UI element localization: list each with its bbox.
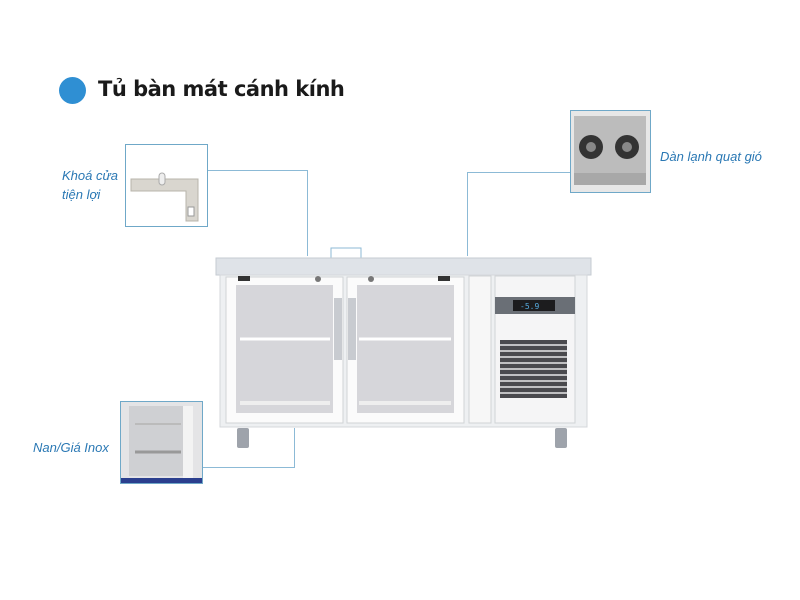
shelf-illustration (121, 402, 202, 483)
evaporator-fan-illustration (571, 111, 650, 192)
lock-label: Khoá cửa tiện lợi (62, 166, 118, 204)
compressor-panel (494, 275, 576, 424)
temperature-display: -5.9 (520, 302, 539, 311)
connector-lock (207, 170, 308, 171)
shelf-detail-image (120, 401, 203, 484)
connector-lock-v (307, 170, 308, 256)
lock-label-line1: Khoá cửa (62, 168, 118, 183)
right-glass-door (346, 276, 465, 424)
connector-fan (467, 172, 570, 173)
fan-detail-image (570, 110, 651, 193)
cabinet-body (219, 274, 588, 428)
door-lock-illustration (130, 172, 199, 222)
connector-shelf-v (294, 428, 295, 468)
bullet-icon (59, 77, 86, 104)
shelf-label: Nan/Giá Inox (33, 440, 109, 455)
fan-label: Dàn lạnh quạt gió (660, 149, 762, 164)
vent-grille (500, 340, 567, 398)
page-title: Tủ bàn mát cánh kính (98, 77, 345, 101)
lock-label-line2: tiện lợi (62, 187, 101, 202)
legs (237, 428, 567, 448)
left-glass-door (225, 276, 344, 424)
connector-fan-v (467, 172, 468, 256)
countertop (215, 257, 592, 276)
connector-shelf (202, 467, 295, 468)
lock-detail-image (125, 144, 208, 227)
